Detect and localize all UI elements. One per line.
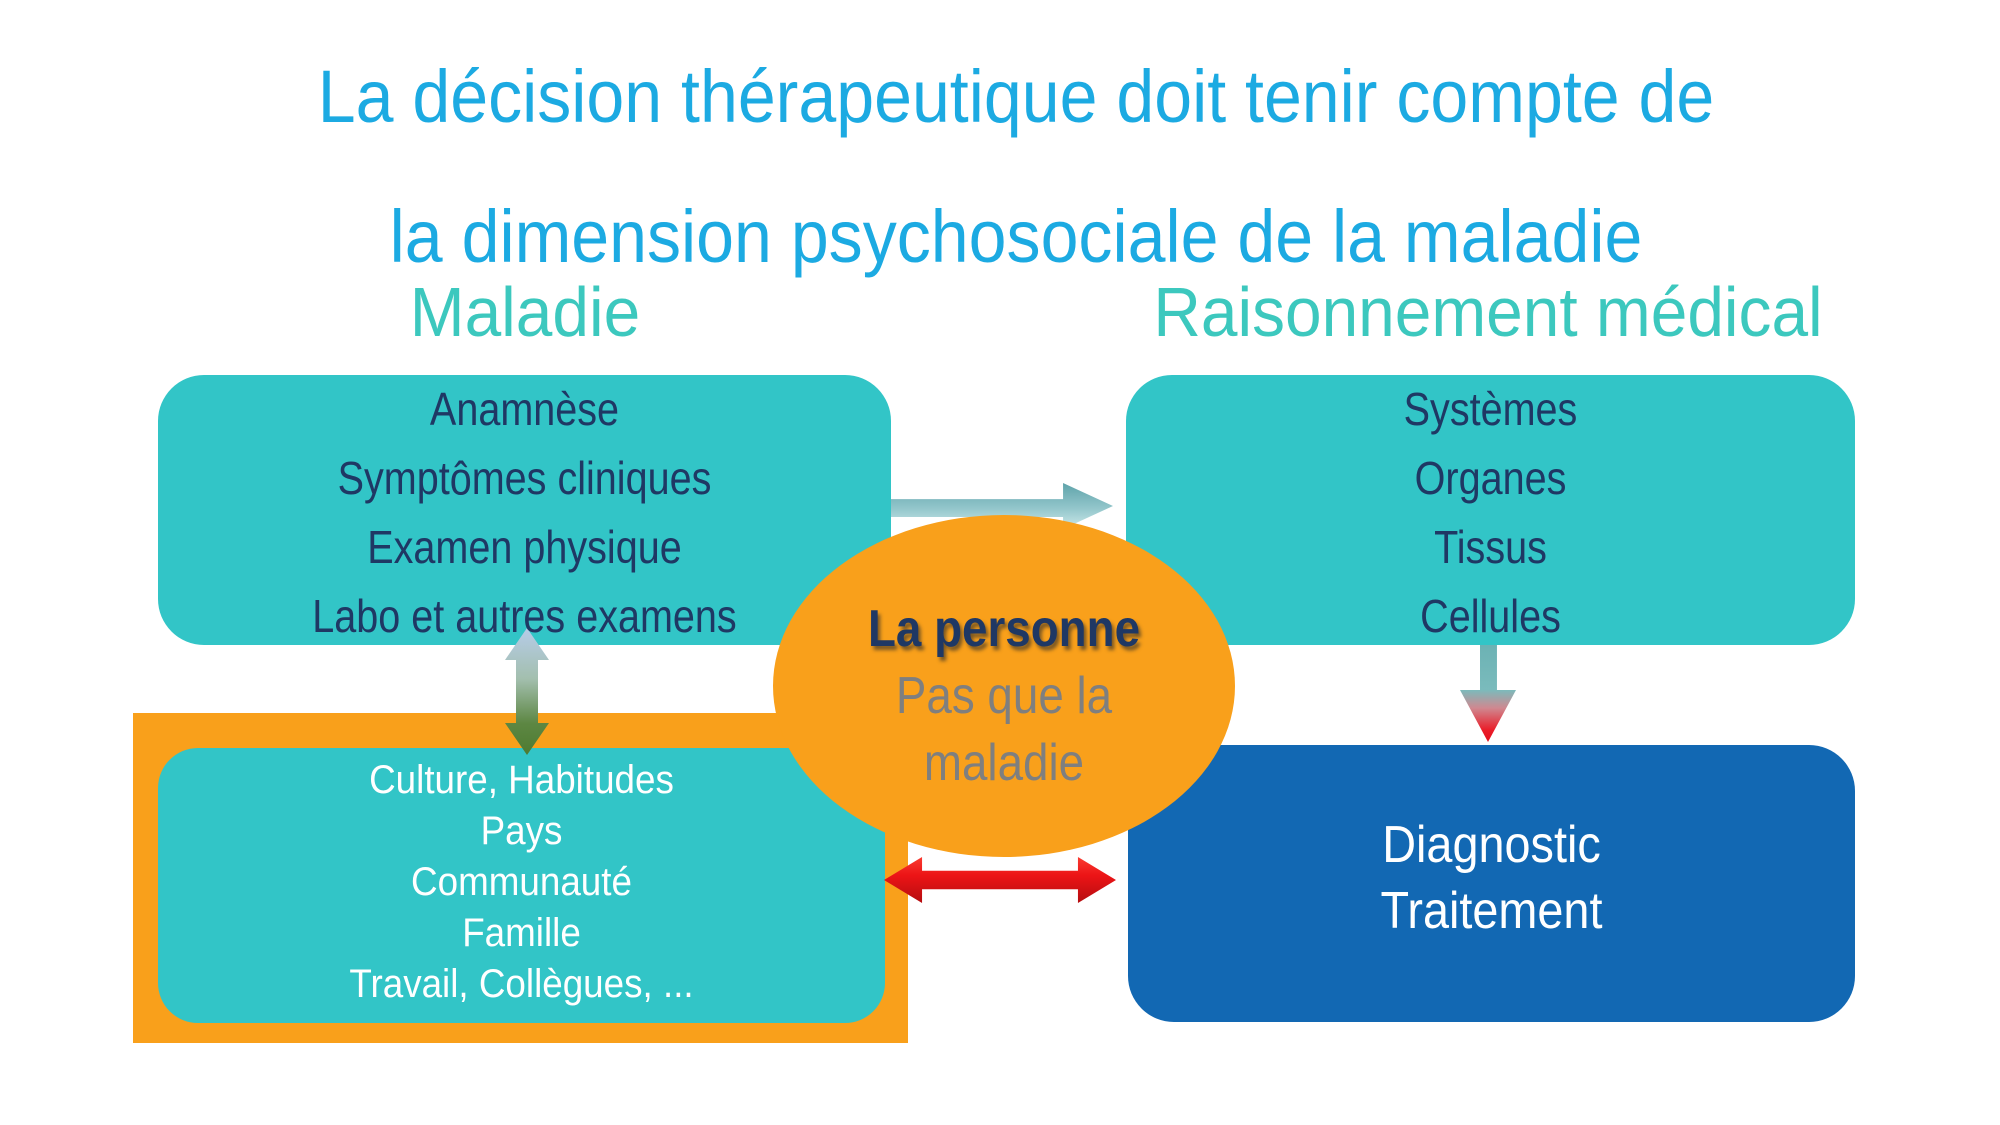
box-line: Culture, Habitudes [369, 758, 674, 802]
arrow-raisonnement-to-diagnostic-icon [1460, 645, 1516, 742]
box-maladie-lines: Anamnèse Symptômes cliniques Examen phys… [209, 375, 839, 651]
ellipse-line: La personne [867, 600, 1141, 658]
slide-title-line2: la dimension psychosociale de la maladie [389, 195, 1643, 278]
column-header-maladie: Maladie [409, 273, 641, 351]
box-line: Symptômes cliniques [337, 452, 712, 504]
arrow-psychosocial-diagnostic-double-icon [884, 857, 1116, 903]
box-maladie: Anamnèse Symptômes cliniques Examen phys… [158, 375, 891, 645]
box-line: Systèmes [1403, 383, 1578, 435]
box-line: Cellules [1420, 590, 1561, 642]
box-line: Anamnèse [429, 383, 620, 435]
box-line: Examen physique [367, 521, 682, 573]
box-diagnostic-traitement: Diagnostic Traitement [1128, 745, 1855, 1022]
box-line: Diagnostic [1382, 816, 1601, 874]
ellipse-line: maladie [923, 734, 1085, 792]
box-line: Traitement [1380, 882, 1603, 940]
box-line: Famille [462, 911, 581, 955]
box-line: Organes [1414, 452, 1567, 504]
box-line: Travail, Collègues, ... [349, 962, 694, 1006]
box-line: Communauté [411, 860, 632, 904]
ellipse-lines: La personne Pas que la maladie [801, 515, 1208, 797]
slide-title-line1: La décision thérapeutique doit tenir com… [317, 55, 1715, 138]
box-raisonnement-medical: Systèmes Organes Tissus Cellules [1126, 375, 1855, 645]
box-raisonnement-lines: Systèmes Organes Tissus Cellules [1177, 375, 1804, 651]
box-psychosocial: Culture, Habitudes Pays Communauté Famil… [158, 748, 885, 1023]
box-psychosocial-lines: Culture, Habitudes Pays Communauté Famil… [187, 748, 856, 1010]
ellipse-line: Pas que la [895, 667, 1113, 725]
box-line: Tissus [1434, 521, 1547, 573]
ellipse-la-personne: La personne Pas que la maladie [773, 515, 1235, 857]
box-diagnostic-lines: Diagnostic Traitement [1164, 745, 1818, 944]
box-line: Labo et autres examens [312, 590, 737, 642]
box-line: Pays [480, 809, 563, 853]
column-header-raisonnement-medical: Raisonnement médical [1153, 273, 1823, 351]
